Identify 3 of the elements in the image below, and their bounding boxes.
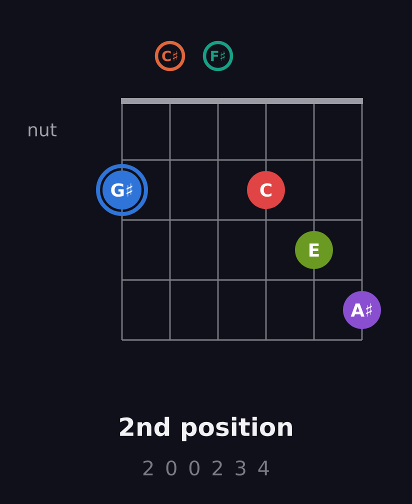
nut-label: nut: [28, 124, 57, 136]
fingering-numbers: 2 0 0 2 3 4: [143, 460, 269, 476]
title: 2nd position: [120, 416, 292, 442]
